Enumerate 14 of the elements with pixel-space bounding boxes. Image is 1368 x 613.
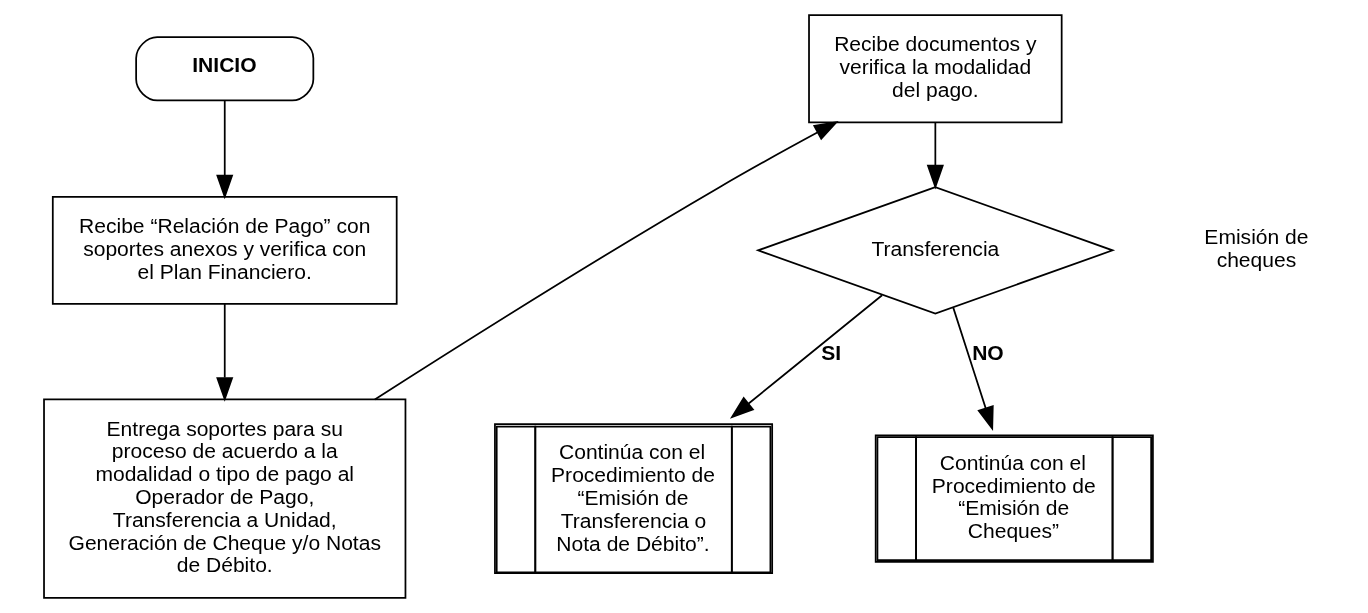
label: Emisión de cheques [1204,225,1309,272]
arrow [216,303,234,402]
arrow [729,294,883,419]
arrow [373,121,839,401]
node-box: Recibe documentos y verifica la modalidad del pago. [808,14,1063,124]
edge-label: SI [821,341,842,365]
edge-label: NO [972,341,1004,365]
node-box: Recibe “Relación de Pago” con soportes anexos y verifica con el Plan Financiero. [51,195,398,305]
node-box: Entrega soportes para su proceso de acuerdo a la modalidad o tipo de pago al Operador de Pago, Transferencia a Unidad, Generación de Cheque y/o Notas de Débito. [43,398,407,599]
node-diamond: Transferencia [755,186,1116,315]
node-box: INICIO [135,36,315,102]
arrow [926,121,944,190]
arrow [216,99,234,200]
arrow [952,306,994,431]
